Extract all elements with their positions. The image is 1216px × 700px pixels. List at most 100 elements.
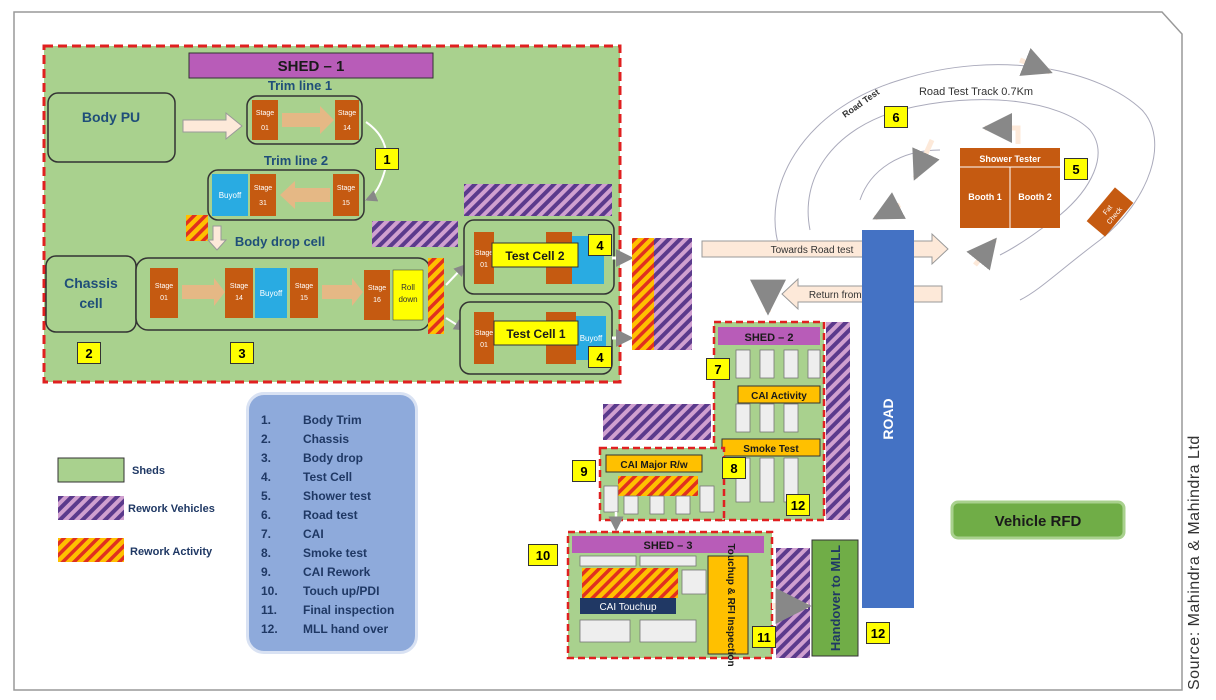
svg-text:Stage: Stage: [230, 283, 248, 290]
svg-text:Buyoff: Buyoff: [219, 191, 242, 200]
shower-tester-label: Shower Tester: [979, 154, 1041, 164]
svg-text:16: 16: [373, 297, 381, 304]
legend-sheds-label: Sheds: [132, 465, 165, 477]
tag-12-shed2: 12: [786, 494, 810, 516]
step-item: 12.MLL hand over: [261, 622, 389, 636]
test-cell-1-label-box: [493, 320, 579, 346]
legend-sheds-swatch: [57, 457, 125, 483]
arrow-trim2: [280, 181, 330, 209]
tag-12-handover: 12: [866, 622, 890, 644]
tag-11: 11: [752, 626, 776, 648]
stage-01-trim1: [252, 100, 278, 140]
tag-6: 6: [884, 106, 908, 128]
stage-14-trim1: [335, 100, 359, 140]
svg-text:Stage: Stage: [155, 283, 173, 290]
svg-text:01: 01: [261, 125, 269, 132]
rework-activity-shed3: [582, 568, 678, 598]
svg-text:01: 01: [480, 342, 488, 349]
svg-text:01: 01: [160, 295, 168, 302]
svg-text:15: 15: [342, 200, 350, 207]
rework-vehicles-mid: [372, 221, 458, 247]
svg-text:CAI Activity: CAI Activity: [751, 391, 807, 402]
tag-3: 3: [230, 342, 254, 364]
body-pu-label: Body PU: [82, 109, 140, 125]
svg-text:Stage: Stage: [256, 110, 274, 117]
fat-check: [1086, 187, 1134, 237]
tag-5: 5: [1064, 158, 1088, 180]
svg-text:Chassis: Chassis: [64, 275, 118, 291]
process-steps-legend: 1.Body Trim 2.Chassis 3.Body drop 4.Test…: [246, 392, 418, 654]
svg-text:Buyoff: Buyoff: [260, 289, 283, 298]
source-credit: Source: Mahindra & Mahindra Ltd: [1186, 435, 1203, 690]
shed-3-title-bar: [572, 536, 764, 553]
towards-road-test-label: Towards Road test: [771, 245, 854, 256]
trim-line-1-label: Trim line 1: [268, 78, 332, 93]
svg-text:CAI Touchup: CAI Touchup: [599, 602, 657, 613]
rework-vehicles-testcell: [654, 238, 692, 350]
svg-text:Booth 2: Booth 2: [1018, 192, 1052, 202]
step-item: 2.Chassis: [261, 432, 350, 446]
road-test-track-outer: [774, 64, 1156, 301]
rework-activity-testcell: [632, 238, 654, 350]
road-label: ROAD: [880, 398, 896, 439]
svg-text:Stage: Stage: [338, 110, 356, 117]
cai-touchup-box: [580, 598, 676, 614]
buyoff-chassis: [255, 268, 287, 318]
svg-text:Stage: Stage: [295, 283, 313, 290]
svg-text:Roll: Roll: [401, 283, 415, 292]
touchup-rfi-label: Touchup & RFI Inspection: [725, 543, 736, 666]
svg-text:15: 15: [300, 295, 308, 302]
stage-15-chassis: [290, 268, 318, 318]
touchup-rfi-box: [707, 555, 749, 655]
shed-1-title: SHED – 1: [278, 58, 345, 75]
step-item: 5.Shower test: [261, 489, 372, 503]
svg-text:31: 31: [259, 200, 267, 207]
arrow-bodypu-trim1: [182, 111, 243, 141]
svg-text:down: down: [398, 295, 417, 304]
tag-7: 7: [706, 358, 730, 380]
legend-rework-vehicles-swatch: [58, 496, 124, 520]
buyoff-trim2: [212, 174, 248, 216]
step-item: 3.Body drop: [261, 451, 363, 465]
svg-text:Booth 1: Booth 1: [968, 192, 1002, 202]
return-road-test-label: Return from Road test: [809, 290, 908, 301]
shed-2-bays: [735, 349, 821, 503]
stage-15: [333, 174, 359, 216]
test-cell-1-label: Test Cell 1: [506, 327, 565, 341]
step-item: 1.Body Trim: [261, 413, 362, 427]
rework-activity-chassis: [428, 258, 444, 334]
roll-down: [392, 269, 424, 321]
svg-text:Buyoff: Buyoff: [580, 334, 603, 343]
cai-major-box: [605, 454, 703, 473]
body-drop-label: Body drop cell: [235, 234, 325, 249]
chassis-cell-box: [45, 255, 137, 333]
road-test-track-label: Road Test Track 0.7Km: [919, 86, 1033, 98]
shed-3-title: SHED – 3: [644, 540, 693, 552]
svg-text:CAI Major R/w: CAI Major R/w: [620, 460, 687, 471]
stage-14-chassis: [225, 268, 253, 318]
legend-rework-activity-label: Rework Activity: [130, 546, 213, 558]
step-item: 8.Smoke test: [261, 546, 368, 560]
road-test-label: Road Test: [840, 87, 881, 120]
stage-16-chassis: [364, 270, 390, 320]
test-cell-2-label: Test Cell 2: [505, 249, 564, 263]
tag-1: 1: [375, 148, 399, 170]
stage-31: [250, 174, 276, 216]
svg-text:Stage: Stage: [337, 185, 355, 192]
step-item: 9.CAI Rework: [261, 565, 371, 579]
legend-rework-activity-swatch: [58, 538, 124, 562]
shed-2-title: SHED – 2: [745, 332, 794, 344]
body-pu-box: [47, 92, 176, 163]
rework-activity-cai: [618, 476, 698, 496]
handover-label: Handover to MLL: [828, 545, 843, 651]
vehicle-rfd-button: [950, 500, 1126, 540]
svg-text:14: 14: [343, 125, 351, 132]
arrow-trim1: [282, 106, 334, 134]
svg-text:14: 14: [235, 295, 243, 302]
svg-text:cell: cell: [79, 295, 102, 311]
shed-2-title-bar: [718, 327, 820, 345]
vehicle-rfd-label: Vehicle RFD: [995, 513, 1082, 530]
svg-text:Stage: Stage: [254, 185, 272, 192]
rework-vehicles-top: [464, 184, 612, 216]
